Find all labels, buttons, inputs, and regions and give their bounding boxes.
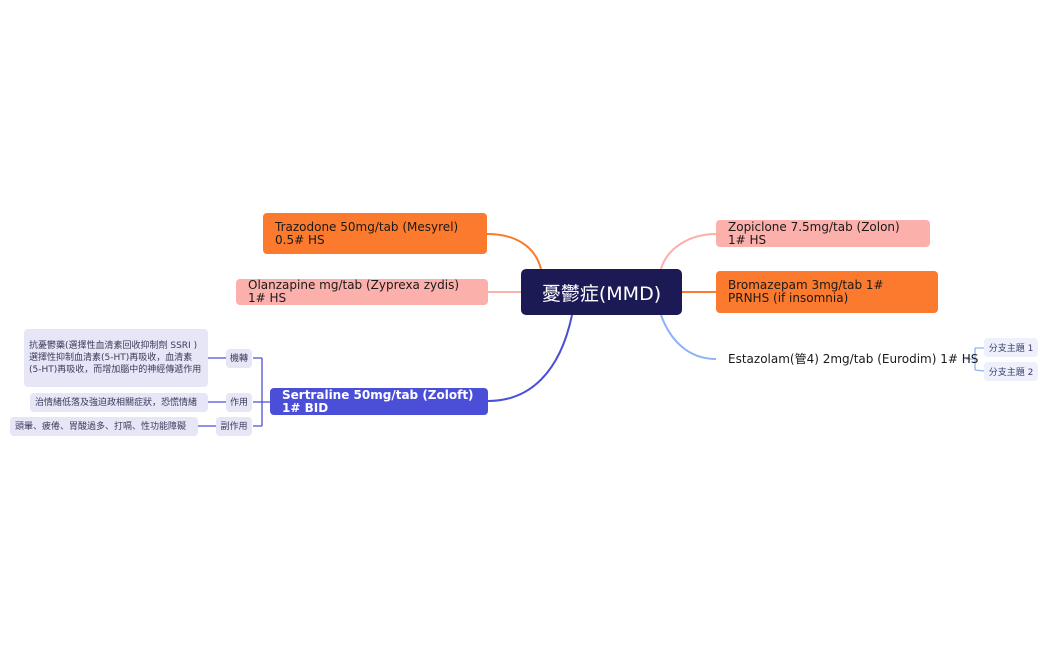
subtopic-estazolam-1-label: 分支主題 1: [988, 344, 1034, 354]
central-topic-label: 憂鬱症(MMD): [541, 282, 662, 305]
subtopic-side-effect-label: 副作用: [220, 421, 248, 432]
topic-olanzapine-label: Olanzapine mg/tab (Zyprexa zydis) 1# HS: [248, 278, 460, 305]
topic-bromazepam[interactable]: Bromazepam 3mg/tab 1# PRNHS (if insomnia…: [716, 271, 938, 313]
leaf-mechanism-text[interactable]: 抗憂鬱藥(選擇性血清素回收抑制劑 SSRI ) 選擇性抑制血清素(5-HT)再吸…: [24, 329, 208, 387]
leaf-effect-text-label: 治情緒低落及強迫政相關症狀，恐慌情緒: [35, 397, 198, 408]
subtopic-mechanism[interactable]: 機轉: [226, 349, 252, 368]
subtopic-side-effect[interactable]: 副作用: [216, 417, 252, 436]
topic-estazolam-label: Estazolam(管4) 2mg/tab (Eurodim) 1# HS: [728, 352, 979, 366]
leaf-mechanism-text-label: 抗憂鬱藥(選擇性血清素回收抑制劑 SSRI ) 選擇性抑制血清素(5-HT)再吸…: [29, 341, 202, 375]
topic-trazodone[interactable]: Trazodone 50mg/tab (Mesyrel) 0.5# HS: [263, 213, 487, 254]
subtopic-effect-label: 作用: [229, 397, 248, 408]
subtopic-estazolam-1[interactable]: 分支主題 1: [984, 338, 1038, 357]
topic-trazodone-label: Trazodone 50mg/tab (Mesyrel) 0.5# HS: [275, 219, 459, 247]
topic-bromazepam-label: Bromazepam 3mg/tab 1# PRNHS (if insomnia…: [728, 278, 884, 305]
topic-estazolam[interactable]: Estazolam(管4) 2mg/tab (Eurodim) 1# HS: [728, 351, 978, 368]
subtopic-effect[interactable]: 作用: [226, 393, 252, 412]
topic-zopiclone[interactable]: Zopiclone 7.5mg/tab (Zolon) 1# HS: [716, 220, 930, 247]
topic-zopiclone-label: Zopiclone 7.5mg/tab (Zolon) 1# HS: [728, 219, 900, 247]
subtopic-estazolam-2-label: 分支主題 2: [988, 368, 1034, 378]
leaf-effect-text[interactable]: 治情緒低落及強迫政相關症狀，恐慌情緒: [30, 393, 208, 412]
subtopic-estazolam-2[interactable]: 分支主題 2: [984, 362, 1038, 381]
topic-sertraline-label: Sertraline 50mg/tab (Zoloft) 1# BID: [282, 387, 474, 415]
topic-sertraline[interactable]: Sertraline 50mg/tab (Zoloft) 1# BID: [270, 388, 488, 415]
central-topic[interactable]: 憂鬱症(MMD): [521, 269, 682, 315]
subtopic-mechanism-label: 機轉: [229, 353, 248, 364]
topic-olanzapine[interactable]: Olanzapine mg/tab (Zyprexa zydis) 1# HS: [236, 279, 488, 305]
leaf-side-effect-text-label: 頭暈、疲倦、胃酸過多、打嗝、性功能障礙: [15, 421, 187, 432]
leaf-side-effect-text[interactable]: 頭暈、疲倦、胃酸過多、打嗝、性功能障礙: [10, 417, 198, 436]
